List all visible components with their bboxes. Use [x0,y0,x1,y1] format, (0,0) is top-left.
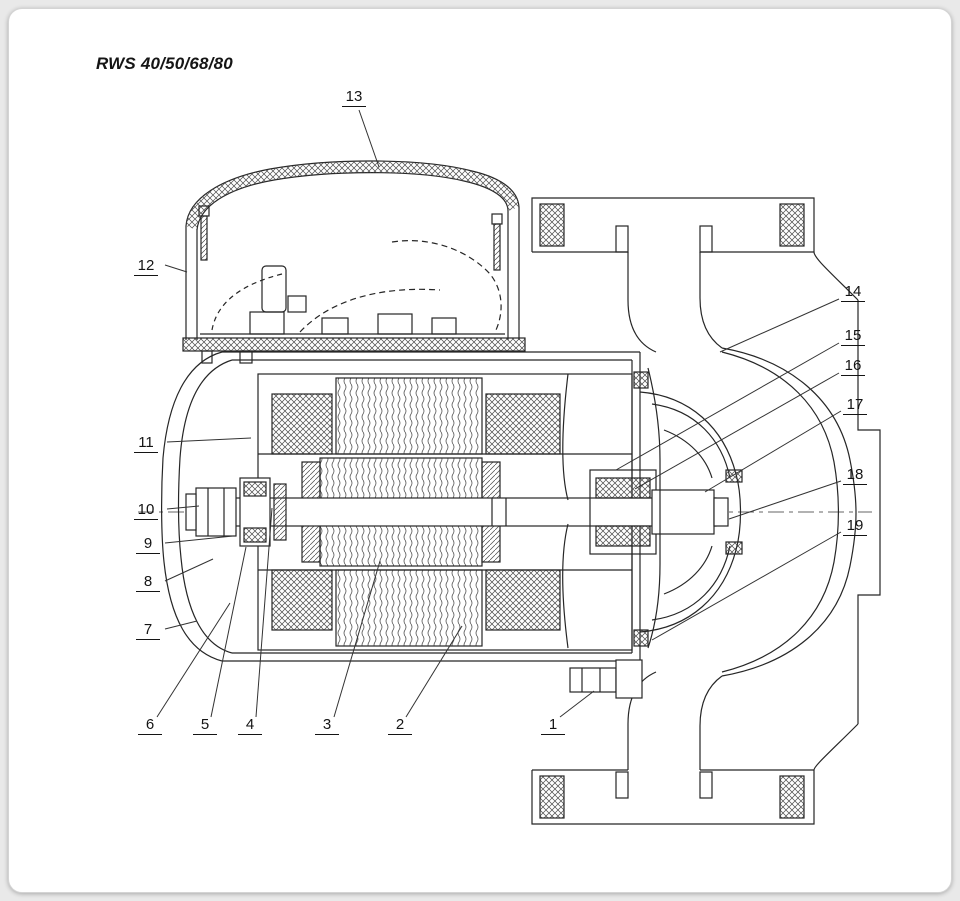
bottom-flange [531,769,815,825]
callout-12: 12 [134,257,158,277]
callout-18: 18 [843,466,867,486]
callout-5: 5 [193,716,217,736]
callout-13: 13 [342,88,366,108]
callout-6: 6 [138,716,162,736]
callout-8: 8 [136,573,160,593]
shaft [213,497,717,527]
callout-4: 4 [238,716,262,736]
left-bearing-assembly [185,477,287,547]
callout-3: 3 [315,716,339,736]
terminal-box-gasket [182,337,526,364]
drain-plug [569,659,643,699]
callout-15: 15 [841,327,865,347]
leader-lines [156,109,842,718]
terminal-box [185,160,520,340]
stator-end-windings [271,393,561,631]
callout-19: 19 [843,517,867,537]
callout-2: 2 [388,716,412,736]
callout-16: 16 [841,357,865,377]
callout-1: 1 [541,716,565,736]
callout-10: 10 [134,501,158,521]
callout-14: 14 [841,283,865,303]
callout-11: 11 [134,434,158,454]
top-flange [531,197,815,253]
casing-gaskets [633,371,649,647]
pump-casing [627,251,881,771]
callout-9: 9 [136,535,160,555]
callout-7: 7 [136,621,160,641]
stator-laminations [335,377,483,647]
impeller [639,391,743,633]
right-bearing-assembly [562,373,657,649]
diagram-title: RWS 40/50/68/80 [96,54,233,73]
callout-17: 17 [843,396,867,416]
